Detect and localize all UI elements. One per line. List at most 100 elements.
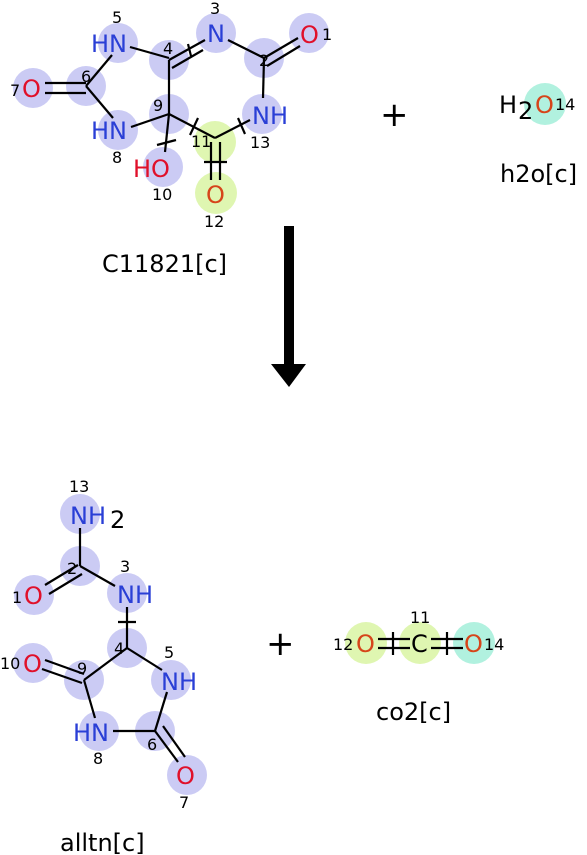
atom-N8: HN (91, 117, 127, 145)
bond (227, 39, 265, 59)
atom-index-3: 3 (210, 0, 220, 18)
bond (41, 667, 83, 685)
atom-O10: HO (133, 155, 170, 183)
atom-index-11: 11 (191, 132, 211, 151)
atom-index-11: 11 (410, 608, 430, 627)
atom-index-7: 7 (179, 793, 189, 812)
highlight-atom-11 (399, 622, 441, 664)
atom-N8: HN (73, 719, 109, 747)
highlight-atom-13 (242, 94, 282, 134)
atom-index-1: 1 (322, 25, 332, 44)
atom-N5: HN (91, 30, 127, 58)
atom-index-14: 14 (484, 635, 504, 654)
atom-index-12: 12 (333, 635, 353, 654)
highlight-atom-5 (98, 23, 138, 63)
atom-O14: O (464, 630, 483, 658)
molecule-label-alltn: alltn[c] (60, 829, 145, 855)
highlight-atom-3 (107, 573, 147, 613)
atom-index-10: 10 (152, 185, 172, 204)
highlight-atom-8 (79, 711, 119, 751)
highlight-atom-7 (167, 755, 207, 795)
highlight-atom-8 (98, 110, 138, 150)
highlight-atom-1 (289, 13, 329, 53)
bond (82, 679, 97, 719)
atom-N5: NH (161, 668, 197, 696)
highlight-atom-1 (14, 575, 54, 615)
bond (168, 39, 206, 61)
atom-index-1: 1 (12, 588, 22, 607)
bond (263, 37, 299, 59)
plus-sign-top: + (380, 95, 409, 135)
bond (153, 691, 169, 732)
atom-index-8: 8 (93, 749, 103, 768)
atom-index-12: 12 (204, 212, 224, 231)
atom-index-14: 14 (555, 95, 575, 114)
atom-index-2: 2 (67, 559, 77, 578)
atom-index-7: 7 (10, 81, 20, 100)
bond (171, 49, 204, 69)
atom-index-9: 9 (153, 96, 163, 115)
atom-index-5: 5 (112, 8, 122, 27)
highlight-atom-10 (13, 643, 53, 683)
arrow-shaft (284, 226, 294, 366)
atom-H: H (499, 91, 517, 119)
bond (214, 119, 251, 139)
atom-N13: NH (70, 502, 106, 530)
bond (79, 565, 116, 587)
arrow-head (271, 364, 306, 387)
atom-index-9: 9 (77, 659, 87, 678)
atom-O12: O (206, 181, 225, 209)
highlight-atom-10 (143, 147, 183, 187)
bond (266, 45, 301, 67)
atom-O1: O (300, 21, 319, 49)
bond (83, 647, 128, 681)
atom-index-8: 8 (112, 148, 122, 167)
molecule-c11821: O 1 2 N 3 4 HN 5 6 O 7 HN 8 9 HO 10 11 O… (10, 0, 332, 278)
atom-O7: O (22, 75, 41, 103)
plus-sign-bottom: + (266, 624, 295, 664)
atom-O10: O (23, 650, 42, 678)
atom-index-13: 13 (250, 133, 270, 152)
bond (162, 725, 186, 758)
bond (48, 573, 83, 595)
atom-index-4: 4 (114, 639, 124, 658)
highlight-atom-3 (196, 13, 236, 53)
atom-O14: O (535, 91, 554, 119)
highlight-atom-14 (453, 622, 495, 664)
atom-O12: O (356, 630, 375, 658)
molecule-alltn: NH 2 13 2 O 1 NH 3 4 NH 5 6 O 7 HN 8 9 O… (0, 477, 207, 855)
atom-index-2: 2 (259, 51, 269, 70)
atom-subscript: 2 (110, 506, 125, 534)
atom-index-4: 4 (163, 39, 173, 58)
bond (168, 113, 216, 139)
atom-N3: NH (117, 581, 153, 609)
reaction-arrow (271, 226, 306, 387)
bond (85, 54, 113, 87)
atom-C11: C (411, 630, 428, 658)
bond (44, 658, 85, 676)
bond (126, 647, 163, 671)
highlight-atom-13 (60, 494, 100, 534)
bond-mark (186, 43, 193, 57)
bond (129, 45, 170, 60)
atom-O1: O (24, 582, 43, 610)
bond (130, 112, 170, 129)
molecule-label-h2o: h2o[c] (500, 160, 577, 188)
atom-subscript: 2 (518, 97, 533, 125)
molecule-h2o: H 2 O 14 h2o[c] (499, 83, 577, 188)
bond-mark (236, 117, 247, 135)
highlight-atom-7 (13, 68, 53, 108)
bond (85, 85, 114, 119)
atom-index-10: 10 (0, 654, 20, 673)
atom-N13: NH (252, 102, 288, 130)
bond (44, 564, 79, 586)
highlight-atom-12 (345, 622, 387, 664)
bond-mark (189, 117, 199, 136)
bond (163, 113, 171, 153)
atom-index-6: 6 (81, 67, 91, 86)
atom-index-5: 5 (164, 643, 174, 662)
atom-index-6: 6 (147, 735, 157, 754)
atom-index-3: 3 (120, 557, 130, 576)
bond-mark (156, 138, 177, 147)
